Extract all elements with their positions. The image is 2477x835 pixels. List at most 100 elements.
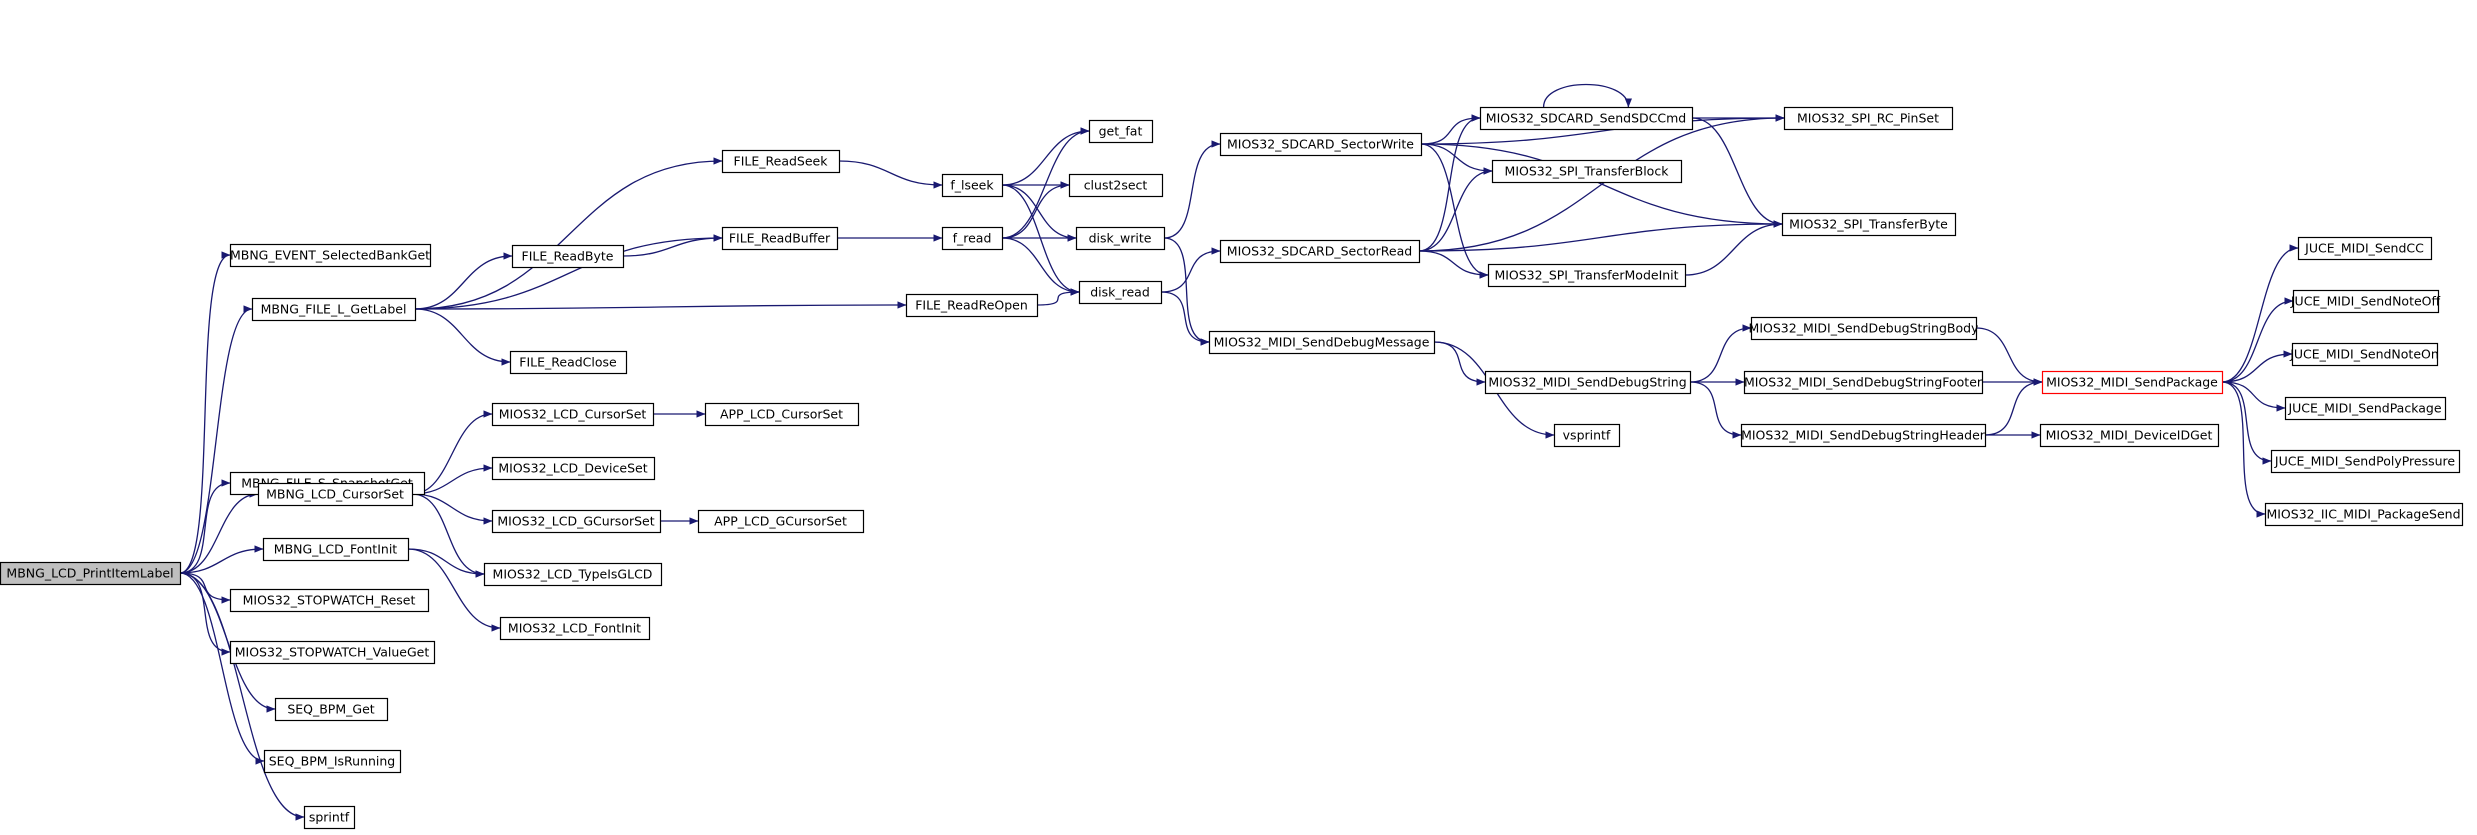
node-diskwrite[interactable]: disk_write [1075, 226, 1166, 251]
node-getlabel[interactable]: MBNG_FILE_L_GetLabel [251, 297, 417, 322]
node-box [721, 149, 841, 174]
node-lcdfontinit[interactable]: MIOS32_LCD_FontInit [499, 616, 651, 641]
edge-fread-to-getfat [1001, 127, 1090, 239]
node-label: JUCE_MIDI_SendCC [2304, 241, 2424, 256]
node-label: JUCE_MIDI_SendPackage [2287, 401, 2441, 416]
node-box [1487, 263, 1687, 288]
node-box [491, 509, 662, 534]
node-readclose[interactable]: FILE_ReadClose [509, 350, 628, 375]
node-label: APP_LCD_CursorSet [720, 407, 843, 422]
edge-getlabel-to-readclose [414, 308, 511, 366]
node-sdsendcmd[interactable]: MIOS32_SDCARD_SendSDCCmd [1479, 106, 1694, 131]
node-box [499, 616, 651, 641]
edges-layer [179, 83, 2299, 821]
edge-diskread-to-senddebugmsg [1160, 291, 1210, 346]
node-sprintf[interactable]: sprintf [303, 805, 356, 830]
node-spircpinset[interactable]: MIOS32_SPI_RC_PinSet [1783, 106, 1954, 131]
node-fread[interactable]: f_read [941, 226, 1004, 251]
node-label: FILE_ReadClose [519, 355, 617, 370]
node-getfat[interactable]: get_fat [1088, 119, 1154, 144]
node-senddebugmsg[interactable]: MIOS32_MIDI_SendDebugMessage [1208, 330, 1436, 355]
node-box [1078, 280, 1163, 305]
node-box [229, 243, 432, 268]
node-label: MIOS32_MIDI_SendDebugString [1488, 375, 1686, 390]
edge-getlabel-to-readbuffer [414, 234, 723, 310]
node-label: MIOS32_SDCARD_SendSDCCmd [1486, 111, 1686, 126]
node-jucecc[interactable]: JUCE_MIDI_SendCC [2297, 236, 2433, 261]
node-bpmrun[interactable]: SEQ_BPM_IsRunning [263, 749, 402, 774]
node-jucenoteoff[interactable]: JUCE_MIDI_SendNoteOff [2290, 289, 2441, 314]
edge-sdsectorwrite-to-sdsendcmd [1420, 114, 1481, 145]
node-flseek[interactable]: f_lseek [941, 173, 1004, 198]
node-sendpackage[interactable]: MIOS32_MIDI_SendPackage [2041, 370, 2224, 395]
node-cursorset[interactable]: MBNG_LCD_CursorSet [257, 482, 414, 507]
node-sdsectorwrite[interactable]: MIOS32_SDCARD_SectorWrite [1219, 132, 1423, 157]
node-jucepackage[interactable]: JUCE_MIDI_SendPackage [2284, 396, 2447, 421]
node-jucepoly[interactable]: JUCE_MIDI_SendPolyPressure [2270, 449, 2461, 474]
node-lcddeviceset[interactable]: MIOS32_LCD_DeviceSet [491, 456, 656, 481]
node-label: JUCE_MIDI_SendNoteOn [2289, 347, 2439, 362]
node-deviceidget[interactable]: MIOS32_MIDI_DeviceIDGet [2039, 423, 2220, 448]
node-fontinit[interactable]: MBNG_LCD_FontInit [262, 537, 410, 562]
node-eventbank[interactable]: MBNG_EVENT_SelectedBankGet [229, 243, 432, 268]
node-box [1740, 423, 1987, 448]
node-label: FILE_ReadSeek [734, 154, 829, 169]
node-bpmget[interactable]: SEQ_BPM_Get [274, 697, 389, 722]
edge-senddebugmsg-to-senddebugstring [1433, 341, 1486, 386]
node-box [2270, 449, 2461, 474]
node-readseek[interactable]: FILE_ReadSeek [721, 149, 841, 174]
edge-root-to-eventbank [179, 251, 231, 574]
edge-readreopen-to-diskread [1036, 288, 1080, 306]
node-sdsectorread[interactable]: MIOS32_SDCARD_SectorRead [1219, 239, 1421, 264]
node-label: vsprintf [1563, 428, 1611, 443]
node-label: MIOS32_MIDI_SendDebugStringHeader [1741, 428, 1986, 443]
node-clust2sect[interactable]: clust2sect [1068, 173, 1164, 198]
node-spitransfermodeinit[interactable]: MIOS32_SPI_TransferModeInit [1487, 263, 1687, 288]
edge-root-to-sprintf [179, 572, 305, 821]
node-dbgbody[interactable]: MIOS32_MIDI_SendDebugStringBody [1749, 316, 1979, 341]
edge-sdsectorread-to-spitransfermodeinit [1418, 250, 1489, 279]
node-iicpackage[interactable]: MIOS32_IIC_MIDI_PackageSend [2264, 502, 2464, 527]
node-appgcursorset[interactable]: APP_LCD_GCursorSet [697, 509, 865, 534]
edge-root-to-cursorset [179, 490, 259, 574]
node-diskread[interactable]: disk_read [1078, 280, 1163, 305]
node-label: disk_read [1090, 285, 1150, 300]
node-label: get_fat [1099, 124, 1143, 139]
node-box [1219, 132, 1423, 157]
node-box [2284, 396, 2447, 421]
node-swreset[interactable]: MIOS32_STOPWATCH_Reset [229, 588, 430, 613]
edge-getlabel-to-readreopen [414, 301, 907, 310]
edge-diskwrite-to-sdsectorwrite [1163, 140, 1221, 239]
node-dbgfooter[interactable]: MIOS32_MIDI_SendDebugStringFooter [1743, 370, 1984, 395]
node-label: MIOS32_STOPWATCH_ValueGet [235, 645, 430, 660]
edge-root-to-snapshot [179, 479, 231, 574]
node-label: JUCE_MIDI_SendNoteOff [2290, 294, 2441, 309]
node-swvalue[interactable]: MIOS32_STOPWATCH_ValueGet [229, 640, 436, 665]
node-lcdtypeisglcd[interactable]: MIOS32_LCD_TypeIsGLCD [483, 562, 663, 587]
edge-dbgheader-to-sendpackage [1984, 378, 2043, 436]
edge-sendpackage-to-jucecc [2221, 244, 2299, 383]
node-jucenoteon[interactable]: JUCE_MIDI_SendNoteOn [2289, 342, 2439, 367]
node-appcursorset[interactable]: APP_LCD_CursorSet [704, 402, 860, 427]
node-label: MIOS32_MIDI_SendDebugMessage [1214, 335, 1430, 350]
node-box [251, 297, 417, 322]
node-lcdgcursorset[interactable]: MIOS32_LCD_GCursorSet [491, 509, 662, 534]
node-readbyte[interactable]: FILE_ReadByte [511, 244, 625, 269]
node-readreopen[interactable]: FILE_ReadReOpen [905, 293, 1039, 318]
node-spitransferblock[interactable]: MIOS32_SPI_TransferBlock [1491, 159, 1683, 184]
edge-diskwrite-to-senddebugmsg [1163, 237, 1210, 346]
node-vsprintf[interactable]: vsprintf [1553, 423, 1621, 448]
node-dbgheader[interactable]: MIOS32_MIDI_SendDebugStringHeader [1740, 423, 1987, 448]
node-box [2292, 289, 2440, 314]
node-readbuffer[interactable]: FILE_ReadBuffer [721, 226, 839, 251]
edge-getlabel-to-readbyte [414, 252, 513, 310]
edge-sdsectorwrite-to-spircpinset [1420, 114, 1785, 145]
node-spitransferbyte[interactable]: MIOS32_SPI_TransferByte [1781, 212, 1957, 237]
node-senddebugstring[interactable]: MIOS32_MIDI_SendDebugString [1484, 370, 1692, 395]
node-lcdcursorset[interactable]: MIOS32_LCD_CursorSet [491, 402, 655, 427]
node-label: FILE_ReadBuffer [729, 231, 831, 246]
node-label: MIOS32_MIDI_SendPackage [2046, 375, 2218, 390]
edge-readseek-to-flseek [838, 160, 943, 189]
node-label: SEQ_BPM_Get [287, 702, 374, 717]
edge-flseek-to-diskwrite [1001, 184, 1077, 242]
